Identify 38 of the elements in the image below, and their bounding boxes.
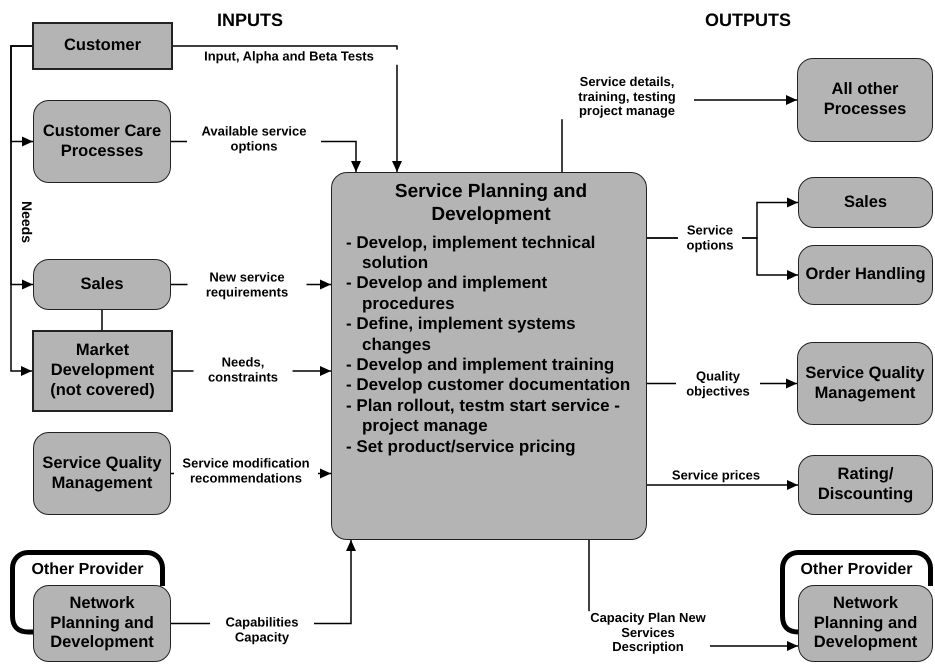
process-title: Service Planning and Development	[394, 181, 588, 227]
connector-line	[101, 310, 103, 330]
process-box: Service Quality Management	[797, 342, 933, 425]
process-box: All other Processes	[797, 58, 933, 142]
arrow	[10, 45, 32, 376]
provider-frame: Other Provider	[10, 550, 165, 586]
edge-label: Capabilities Capacity	[210, 615, 314, 645]
task-item: - Develop customer documentation	[346, 375, 632, 396]
edge-label: Available service options	[187, 124, 321, 154]
edge-label: Quality objectives	[676, 369, 760, 399]
edge-label: Needs, constraints	[194, 355, 292, 385]
process-box: Rating/ Discounting	[798, 455, 933, 515]
provider-frame: Other Provider	[780, 550, 933, 586]
section-heading: INPUTS	[217, 10, 284, 31]
process-box: Order Handling	[798, 245, 933, 305]
process-box: Network Planning and Development	[798, 585, 933, 662]
edge-label: Service details, training, testing project manage	[560, 75, 694, 119]
process-box: Sales	[798, 177, 933, 228]
edge-label: Capacity Plan New Services Description	[586, 611, 710, 655]
edge-label: Service options	[678, 223, 742, 253]
task-item: - Develop and implement training	[346, 354, 616, 376]
process-box: Service Quality Management	[33, 432, 171, 515]
arrow	[173, 45, 402, 172]
task-item: - Develop, implement technical solution	[346, 232, 596, 274]
process-box: Market Development (not covered)	[32, 330, 173, 412]
task-item: - Plan rollout, testm start service - project manage	[346, 396, 621, 436]
process-box: Customer Care Processes	[33, 100, 171, 183]
process-box: Sales	[33, 259, 171, 310]
process-box	[331, 172, 647, 540]
task-item: - Set product/service pricing	[346, 436, 577, 457]
section-heading: OUTPUTS	[705, 10, 792, 31]
process-box: Customer	[32, 22, 173, 70]
task-item: - Define, implement systems changes	[346, 314, 577, 355]
task-item: - Develop and implement procedures	[346, 273, 548, 314]
arrow	[647, 480, 798, 490]
process-box: Network Planning and Development	[33, 585, 171, 662]
edge-label: Service modification recommendations	[174, 456, 318, 486]
edge-label: New service requirements	[188, 270, 306, 300]
